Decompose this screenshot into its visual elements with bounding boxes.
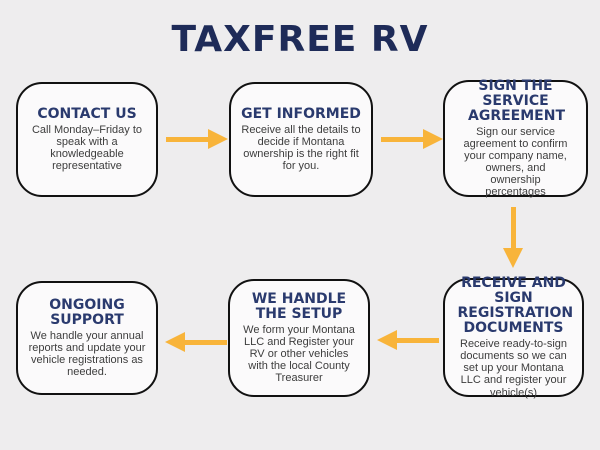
step-box-contact-us: CONTACT US Call Monday–Friday to speak w…: [16, 82, 158, 197]
arrow-right-icon: [381, 129, 443, 149]
step-heading-sign-service-agreement: SIGN THE SERVICE AGREEMENT: [468, 77, 565, 124]
arrow-shaft: [397, 337, 439, 343]
arrow-shaft: [185, 339, 227, 345]
step-box-we-handle-the-setup: WE HANDLE THE SETUP We form your Montana…: [228, 279, 370, 397]
arrow-head: [503, 248, 523, 268]
step-heading-contact-us: CONTACT US: [37, 105, 137, 122]
arrow-left-icon: [165, 332, 227, 352]
arrow-shaft: [166, 136, 208, 142]
arrow-left-icon: [377, 330, 439, 350]
step-heading-ongoing-support: ONGOING SUPPORT: [49, 296, 125, 328]
step-body-receive-sign-registration-documents: Receive ready-to-sign documents so we ca…: [460, 338, 567, 399]
step-body-we-handle-the-setup: We form your Montana LLC and Register yo…: [243, 323, 355, 385]
step-heading-we-handle-the-setup: WE HANDLE THE SETUP: [251, 290, 347, 322]
arrow-head: [208, 129, 228, 149]
arrow-head: [377, 330, 397, 350]
arrow-right-icon: [166, 129, 228, 149]
step-body-sign-service-agreement: Sign our service agreement to confirm yo…: [463, 125, 568, 199]
step-heading-get-informed: GET INFORMED: [241, 105, 361, 122]
step-body-get-informed: Receive all the details to decide if Mon…: [241, 123, 361, 173]
step-body-contact-us: Call Monday–Friday to speak with a knowl…: [31, 123, 143, 173]
arrow-down-icon: [503, 207, 523, 268]
step-box-ongoing-support: ONGOING SUPPORT We handle your annual re…: [16, 281, 158, 395]
step-box-sign-service-agreement: SIGN THE SERVICE AGREEMENT Sign our serv…: [443, 77, 588, 199]
step-heading-receive-sign-registration-documents: RECEIVE AND SIGN REGISTRATION DOCUMENTS: [457, 275, 574, 337]
step-box-get-informed: GET INFORMED Receive all the details to …: [229, 82, 373, 197]
arrow-head: [423, 129, 443, 149]
step-body-ongoing-support: We handle your annual reports and update…: [28, 329, 146, 379]
page-title: TAXFREE RV: [171, 19, 429, 60]
arrow-head: [165, 332, 185, 352]
arrow-shaft: [381, 136, 423, 142]
arrow-shaft: [510, 207, 516, 248]
step-box-receive-sign-registration-documents: RECEIVE AND SIGN REGISTRATION DOCUMENTS …: [443, 275, 584, 399]
